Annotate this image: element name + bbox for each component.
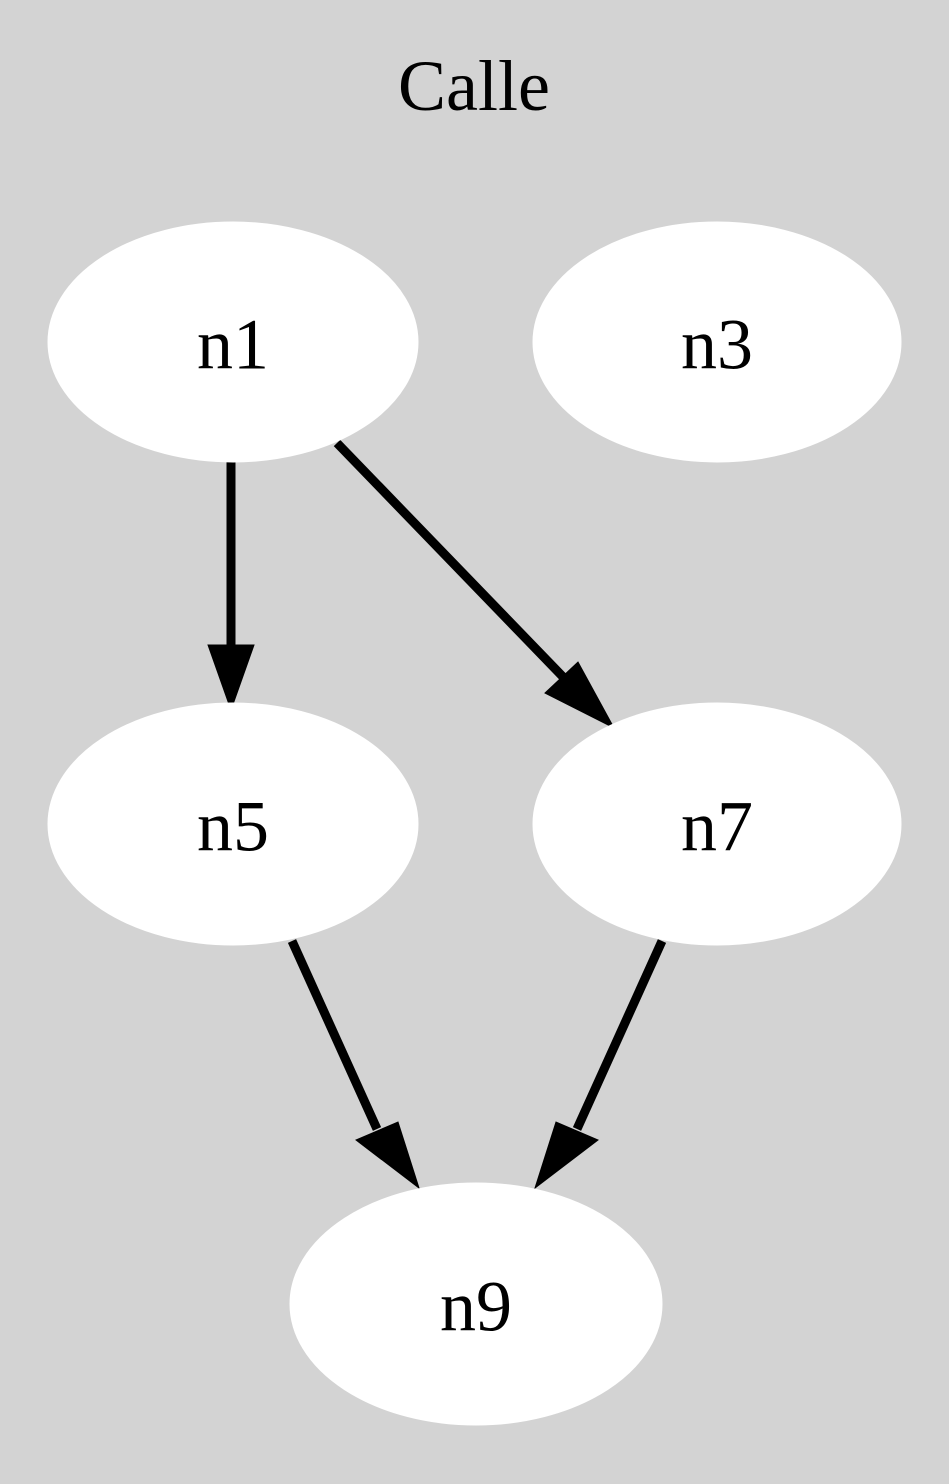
graph-node-n5[interactable]: n5: [47, 702, 419, 946]
graph-node-n1[interactable]: n1: [47, 221, 419, 463]
graph-node-n3-ellipse: [532, 221, 902, 463]
graph-node-n3[interactable]: n3: [532, 221, 902, 463]
edge-n1-n7-shaft: [333, 439, 570, 684]
graph-node-n9-ellipse: [289, 1182, 663, 1426]
graph-node-n7-ellipse: [532, 702, 902, 946]
edge-n7-n9-arrowhead-icon: [534, 1121, 599, 1190]
edge-n1-n5[interactable]: [207, 462, 255, 712]
edge-n7-n9-shaft: [572, 939, 667, 1131]
node-layer: n1 n3 n5 n7 n9: [47, 221, 902, 1426]
graph-node-n1-ellipse: [47, 221, 419, 463]
graph-node-n3-label: n3: [681, 305, 753, 385]
graph-node-n5-label: n5: [197, 787, 269, 867]
edge-n5-n9-arrowhead-icon: [355, 1121, 420, 1190]
graph-node-n9-label: n9: [440, 1267, 512, 1347]
edge-n5-n9-shaft: [287, 939, 382, 1131]
graph-title: Calle: [398, 46, 550, 126]
graph-node-n7[interactable]: n7: [532, 702, 902, 946]
edge-n7-n9[interactable]: [534, 939, 667, 1190]
edge-n1-n5-arrowhead-icon: [207, 644, 255, 712]
graph-node-n5-ellipse: [47, 702, 419, 946]
graph-node-n1-label: n1: [197, 305, 269, 385]
edge-layer: [207, 439, 667, 1190]
edge-n1-n7-arrowhead-icon: [544, 661, 616, 730]
graph-node-n7-label: n7: [681, 787, 753, 867]
edge-n5-n9[interactable]: [287, 939, 420, 1190]
graph-node-n9[interactable]: n9: [289, 1182, 663, 1426]
edge-n1-n7[interactable]: [333, 439, 616, 730]
